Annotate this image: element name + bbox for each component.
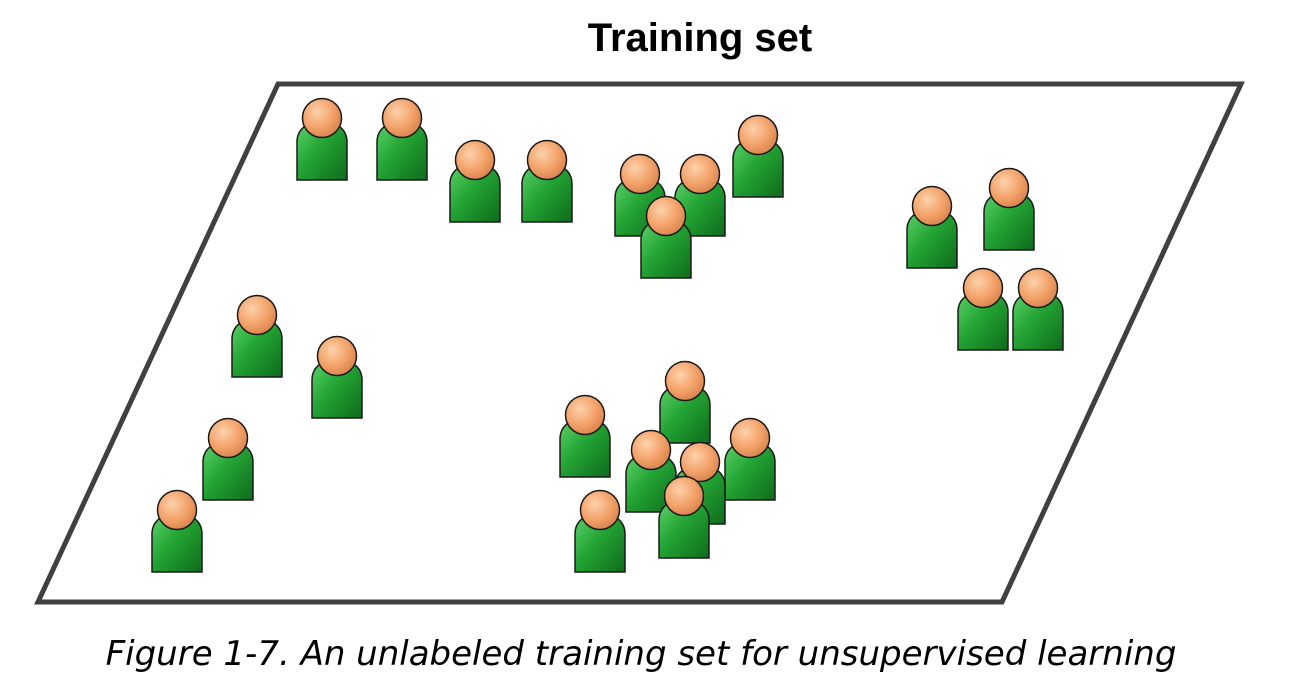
person-icon [311,335,363,419]
person-icon [574,489,626,573]
person-icon [658,475,710,559]
figure-caption: Figure 1-7. An unlabeled training set fo… [105,634,1177,674]
person-icon [521,139,573,223]
person-icon [906,185,958,269]
person-icon [659,360,711,444]
diagram-title: Training set [587,16,813,60]
person-icon [202,417,254,501]
person-icon [296,97,348,181]
person-icon [449,139,501,223]
person-icon [983,167,1035,251]
person-icon [1012,267,1064,351]
person-icon [640,195,692,279]
person-icon [724,417,776,501]
person-icon [732,114,784,198]
person-icon [376,97,428,181]
person-icon [957,267,1009,351]
person-icon [151,489,203,573]
training-set-diagram [34,81,1245,605]
person-icon [231,294,283,378]
person-icon [559,394,611,478]
